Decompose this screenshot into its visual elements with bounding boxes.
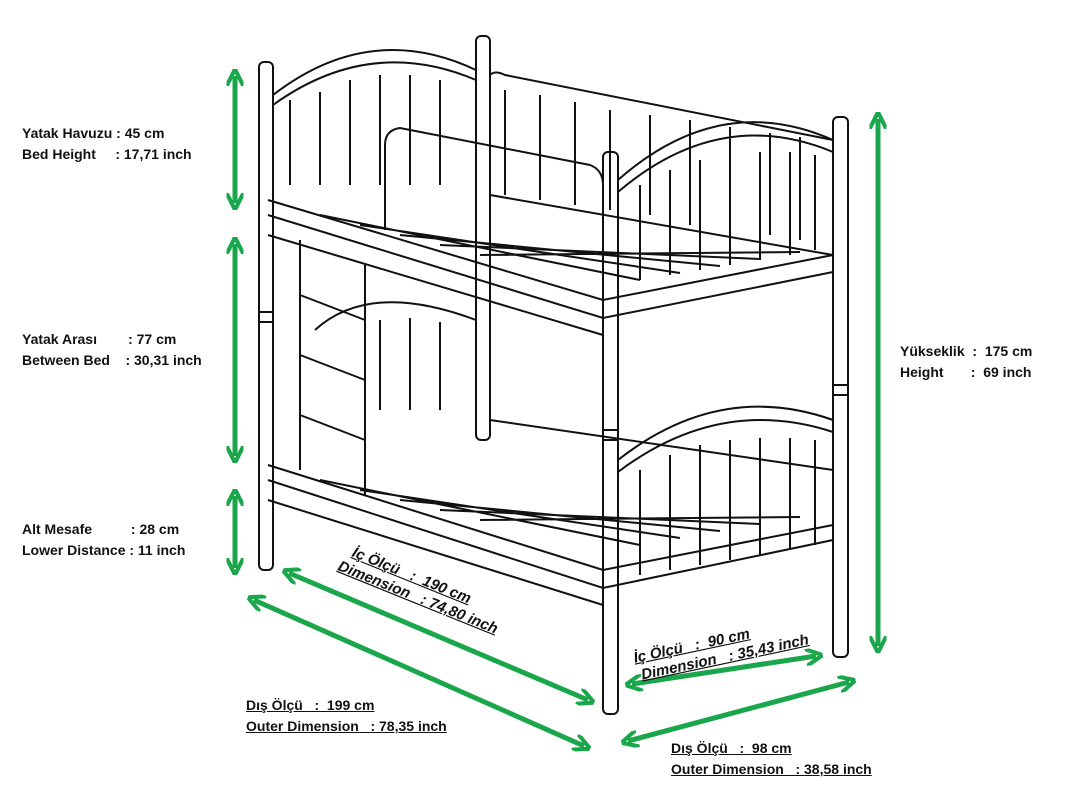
- bed-height-cm: Yatak Havuzu : 45 cm: [22, 125, 165, 141]
- bed-frame: [258, 35, 849, 715]
- outer-length-cm: Dış Ölçü : 199 cm: [246, 697, 375, 713]
- between-bed-cm: Yatak Arası : 77 cm: [22, 331, 177, 347]
- lower-distance-cm: Alt Mesafe : 28 cm: [22, 521, 180, 537]
- height-cm: Yükseklik : 175 cm: [900, 343, 1033, 359]
- outer-width-inch: Outer Dimension : 38,58 inch: [671, 761, 872, 777]
- lower-distance-inch: Lower Distance : 11 inch: [22, 542, 186, 558]
- outer-width-arrow: [628, 682, 849, 741]
- outer-length-inch: Outer Dimension : 78,35 inch: [246, 718, 447, 734]
- outer-width-cm: Dış Ölçü : 98 cm: [671, 740, 792, 756]
- dimension-arrows: [235, 76, 878, 746]
- outer-length-arrow: [254, 600, 584, 746]
- between-bed-inch: Between Bed : 30,31 inch: [22, 352, 202, 368]
- bed-height-inch: Bed Height : 17,71 inch: [22, 146, 192, 162]
- height-inch: Height : 69 inch: [900, 364, 1032, 380]
